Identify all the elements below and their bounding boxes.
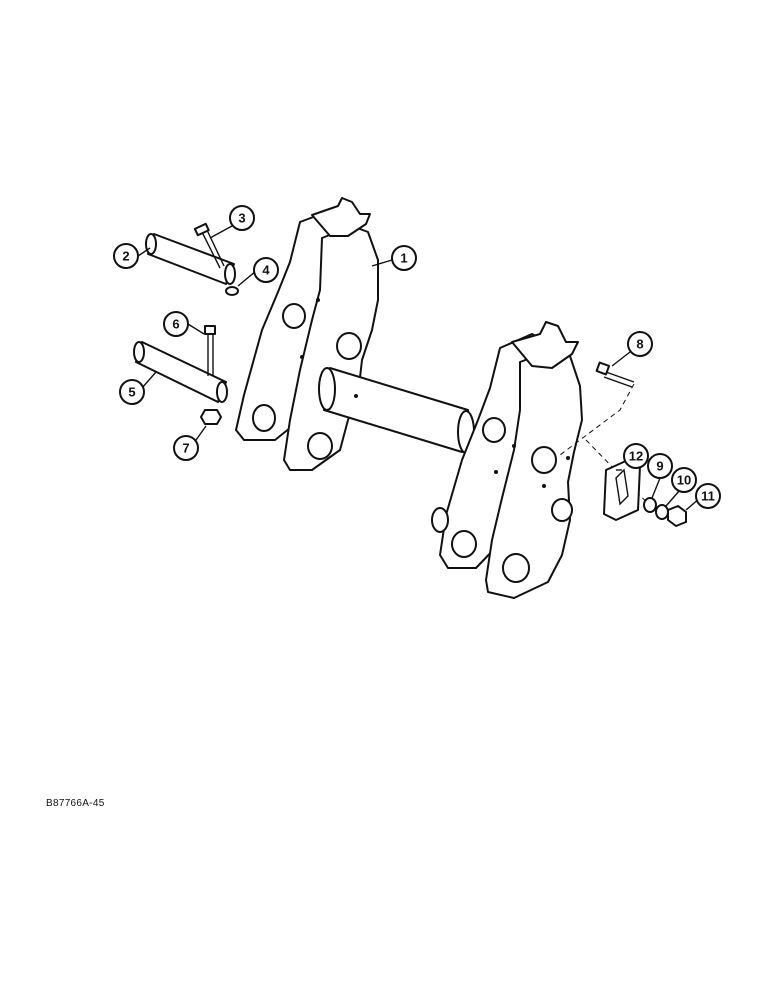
svg-text:4: 4 xyxy=(262,263,270,278)
figure-id: B87766A-45 xyxy=(46,798,105,809)
svg-text:6: 6 xyxy=(172,317,179,332)
callout-3: 3 xyxy=(229,205,255,231)
svg-text:5: 5 xyxy=(128,385,135,400)
callout-8: 8 xyxy=(627,331,653,357)
svg-text:1: 1 xyxy=(400,251,407,266)
svg-text:3: 3 xyxy=(238,211,245,226)
callout-4: 4 xyxy=(253,257,279,283)
svg-text:11: 11 xyxy=(701,489,715,504)
callout-1: 1 xyxy=(391,245,417,271)
callout-2: 2 xyxy=(113,243,139,269)
callout-11: 11 xyxy=(695,483,721,509)
callout-7: 7 xyxy=(173,435,199,461)
svg-text:9: 9 xyxy=(656,459,663,474)
callout-12: 12 xyxy=(623,443,649,469)
svg-text:10: 10 xyxy=(677,473,691,488)
lower-pin-assembly xyxy=(133,325,228,425)
callout-5: 5 xyxy=(119,379,145,405)
callout-6: 6 xyxy=(163,311,189,337)
svg-text:2: 2 xyxy=(122,249,129,264)
quick-attach-frame xyxy=(235,197,583,599)
callout-10: 10 xyxy=(671,467,697,493)
svg-text:8: 8 xyxy=(636,337,643,352)
svg-text:7: 7 xyxy=(182,441,189,456)
upper-pin-assembly xyxy=(145,222,239,296)
svg-text:12: 12 xyxy=(629,449,643,464)
callout-9: 9 xyxy=(647,453,673,479)
